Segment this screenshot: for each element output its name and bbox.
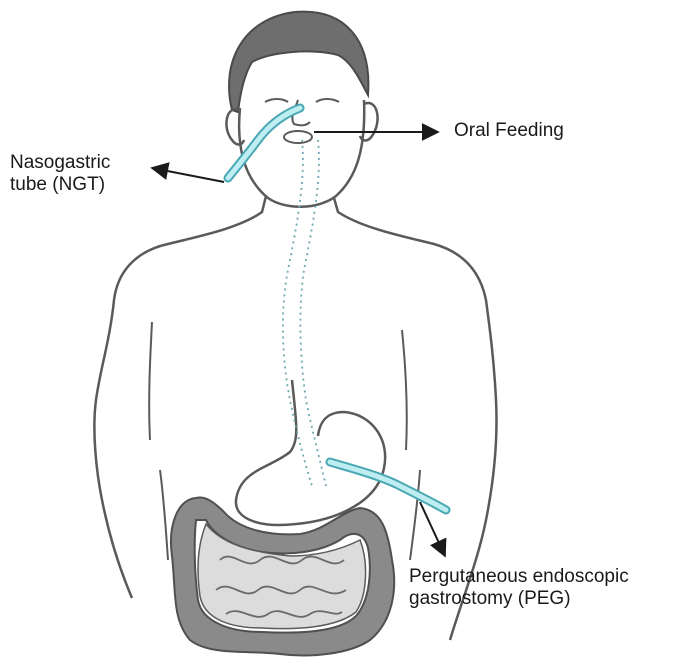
left-eye [265, 99, 288, 102]
ngt-label: Nasogastric tube (NGT) [10, 152, 110, 196]
left-ear [226, 109, 244, 144]
oral-feeding-label: Oral Feeding [454, 120, 564, 142]
peg-label-line1: Pergutaneous endoscopic [409, 566, 629, 588]
head-outline [239, 100, 364, 207]
mouth [284, 131, 312, 143]
ngt-label-line1: Nasogastric [10, 152, 110, 174]
peg-label: Pergutaneous endoscopic gastrostomy (PEG… [409, 566, 629, 610]
right-eye [316, 99, 339, 102]
ngt-arrow [152, 168, 224, 182]
peg-label-line2: gastrostomy (PEG) [409, 588, 629, 610]
ngt-label-line2: tube (NGT) [10, 174, 110, 196]
stomach [236, 380, 385, 525]
hair [229, 12, 368, 112]
